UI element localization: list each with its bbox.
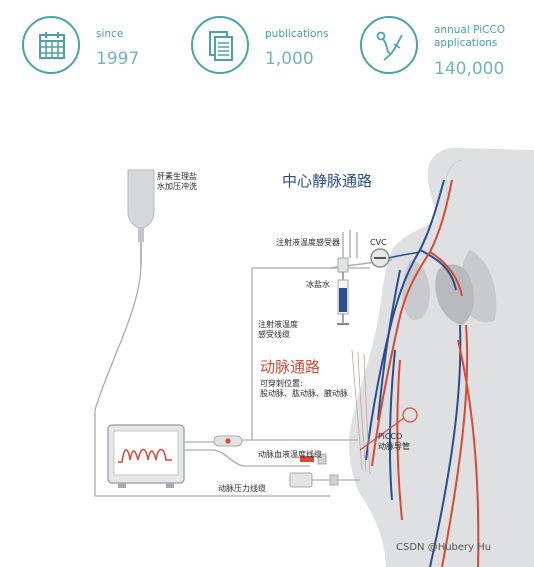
temp-sensor-label: 注射液温度感受器 — [276, 238, 340, 247]
diagram-drawing — [94, 147, 534, 567]
saline-bag — [127, 169, 155, 229]
saline-bag-label: 肝素生理盐水加压冲洗 — [157, 172, 197, 191]
stats-bar: since 1997 publications 1,000 — [0, 0, 534, 100]
stat-value: 1,000 — [265, 49, 314, 69]
pressure-cable-label: 动脉压力线缆 — [218, 484, 266, 493]
calendar-icon — [22, 16, 80, 74]
heart-shape — [435, 264, 474, 325]
watermark: CSDN @Hubery Hu — [396, 542, 492, 553]
forearm-vessels — [351, 349, 371, 475]
documents-icon — [191, 16, 249, 74]
stat-value: 140,000 — [434, 59, 505, 79]
blood-temp-cable-label: 动脉血液温度线缆 — [258, 450, 322, 459]
catheter-icon — [360, 16, 418, 74]
picco-monitor — [107, 424, 185, 488]
blood-temp-cable-line — [184, 439, 358, 443]
puncture-sites-label: 可穿刺位置:股动脉、肱动脉、腋动脉 — [260, 379, 348, 398]
syringe — [337, 272, 349, 325]
picco-setup-diagram: 肝素生理盐水加压冲洗 中心静脉通路 注射液温度感受器 CVC 冰盐水 注射液温度… — [0, 120, 534, 567]
stat-label: since — [96, 28, 124, 40]
lung-left — [401, 260, 430, 321]
cvc-label: CVC — [370, 238, 387, 247]
stat-label: publications — [265, 28, 329, 40]
body-silhouette — [349, 147, 534, 567]
artery-lines — [371, 179, 480, 567]
ice-saline-label: 冰盐水 — [306, 280, 330, 289]
arterial-route-title: 动脉通路 — [260, 358, 321, 376]
stat-label: annual PiCCO applications — [434, 24, 506, 49]
temp-cable-label: 注射液温度感受线缆 — [258, 320, 298, 339]
stat-value: 1997 — [96, 49, 140, 69]
cvc-route-title: 中心静脉通路 — [282, 172, 373, 190]
